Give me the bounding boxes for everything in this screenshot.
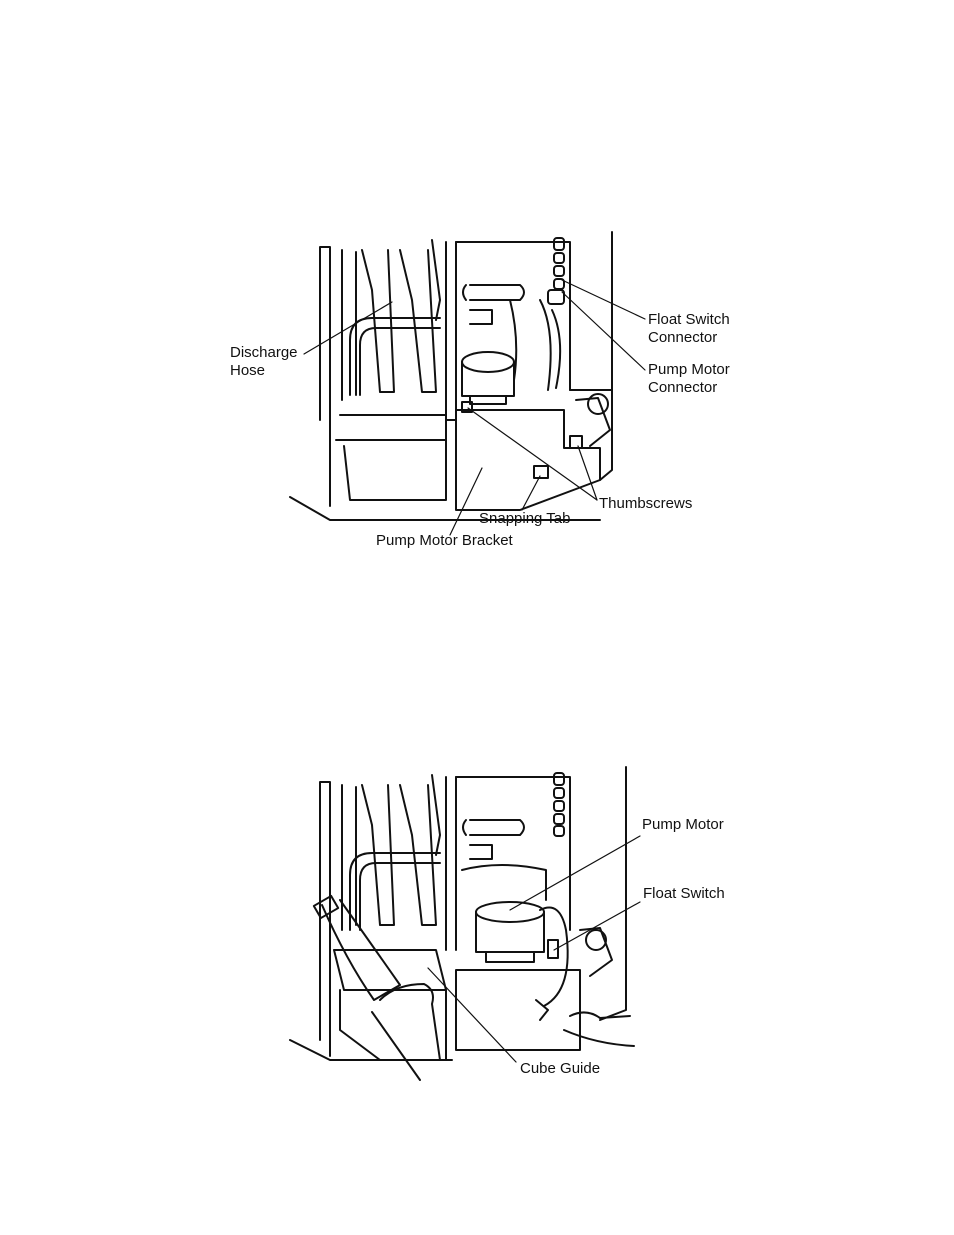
label-pump-motor: Pump Motor bbox=[642, 816, 724, 834]
label-float-switch: Float Switch bbox=[643, 885, 725, 903]
label-cube-guide: Cube Guide bbox=[520, 1060, 600, 1078]
pump-motor bbox=[476, 902, 544, 922]
ice-maker-cabinet-2 bbox=[290, 767, 634, 1080]
